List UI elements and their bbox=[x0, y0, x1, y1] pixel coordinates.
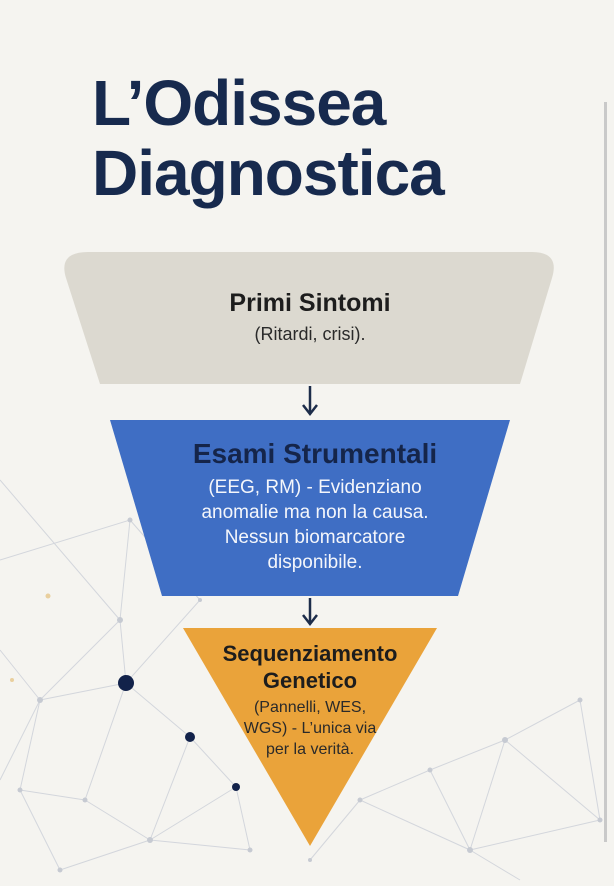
vertical-divider bbox=[604, 102, 607, 842]
funnel-stage-3-shape bbox=[183, 628, 437, 846]
funnel-stage-2: Esami Strumentali (EEG, RM) - Evidenzian… bbox=[170, 437, 460, 575]
title-line-2: Diagnostica bbox=[92, 137, 445, 209]
stage-2-heading: Esami Strumentali bbox=[192, 438, 438, 469]
title-line-1: L’Odissea bbox=[92, 67, 386, 139]
funnel-stage-1: Primi Sintomi (Ritardi, crisi). bbox=[130, 288, 490, 346]
funnel-stage-2-shape bbox=[110, 420, 510, 596]
down-arrow-icon bbox=[302, 386, 318, 417]
stage-1-heading: Primi Sintomi bbox=[229, 289, 391, 317]
funnel-stage-1-shape bbox=[64, 252, 554, 384]
page-title: L’Odissea Diagnostica bbox=[92, 67, 445, 209]
down-arrow-icon bbox=[302, 598, 318, 627]
stage-1-detail: (Ritardi, crisi). bbox=[254, 324, 366, 344]
